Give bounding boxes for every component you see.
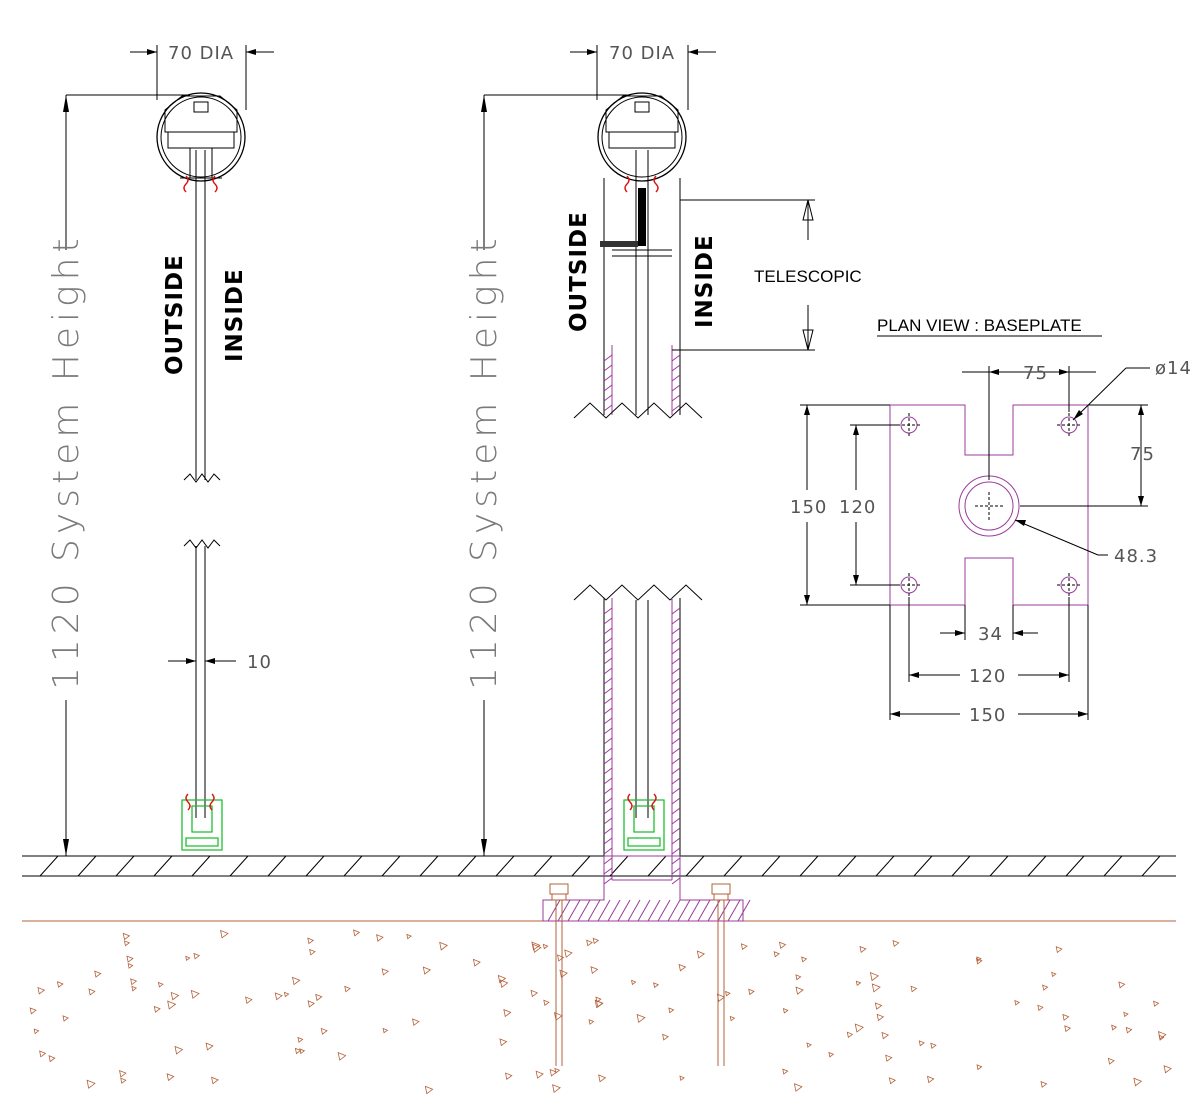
post-socket-outer bbox=[958, 475, 1020, 537]
right-inside-label: INSIDE bbox=[692, 234, 718, 328]
right-elevation: 70 DIA OUTSIDE INSIDE bbox=[464, 43, 862, 1066]
left-glass-thickness-dimension: 10 bbox=[168, 652, 272, 673]
right-system-height-dimension: 1120 System Height bbox=[464, 94, 630, 856]
plan-hole-vertical-spacing-label: 120 bbox=[839, 497, 876, 518]
left-glass-thickness-label: 10 bbox=[247, 652, 272, 673]
plan-hole-horizontal-spacing-label: 120 bbox=[969, 666, 1006, 687]
post-socket-inner bbox=[964, 481, 1014, 531]
plan-overall-height-label: 150 bbox=[790, 497, 827, 518]
anchor-bolt-left bbox=[549, 883, 569, 1066]
grub-screw bbox=[600, 241, 638, 247]
plan-post-diameter-label: 48.3 bbox=[1114, 546, 1158, 567]
lower-post bbox=[573, 584, 703, 900]
right-glass-shoe bbox=[623, 793, 665, 851]
left-system-height-dimension: 1120 System Height bbox=[46, 94, 190, 856]
right-diameter-label: 70 DIA bbox=[609, 43, 675, 64]
left-inside-label: INSIDE bbox=[222, 268, 248, 362]
telescopic-dimension: TELESCOPIC bbox=[672, 199, 862, 351]
plan-slot-width-label: 34 bbox=[978, 624, 1003, 645]
threaded-rod bbox=[638, 188, 646, 246]
left-system-height-label: 1120 System Height bbox=[46, 233, 87, 690]
left-elevation: 70 DIA OUTSIDE INSIDE bbox=[46, 43, 274, 856]
telescopic-label: TELESCOPIC bbox=[754, 267, 862, 286]
left-outside-label: OUTSIDE bbox=[162, 254, 188, 375]
left-glass-shoe bbox=[181, 793, 223, 851]
plan-view-baseplate: PLAN VIEW : BASEPLATE 75 ø14 bbox=[790, 316, 1192, 726]
concrete-slab bbox=[22, 920, 1176, 1095]
left-handrail-section bbox=[156, 92, 246, 193]
right-diameter-dimension: 70 DIA bbox=[570, 43, 716, 110]
right-handrail-section bbox=[597, 92, 687, 193]
baseplate-section bbox=[542, 855, 751, 922]
left-diameter-label: 70 DIA bbox=[168, 43, 234, 64]
plan-hole-diameter-label: ø14 bbox=[1155, 358, 1192, 379]
floor-finish bbox=[22, 855, 1176, 877]
upper-post bbox=[573, 150, 703, 419]
plan-top-spacing-label: 75 bbox=[1023, 363, 1048, 384]
plan-overall-width-label: 150 bbox=[969, 705, 1006, 726]
right-outside-label: OUTSIDE bbox=[566, 211, 592, 332]
plan-view-title: PLAN VIEW : BASEPLATE bbox=[877, 316, 1082, 335]
plan-right-vertical-label: 75 bbox=[1130, 444, 1155, 465]
left-glass-panel bbox=[183, 150, 221, 818]
anchor-bolt-right bbox=[711, 883, 731, 1066]
right-system-height-label: 1120 System Height bbox=[464, 233, 505, 690]
left-diameter-dimension: 70 DIA bbox=[130, 43, 274, 110]
